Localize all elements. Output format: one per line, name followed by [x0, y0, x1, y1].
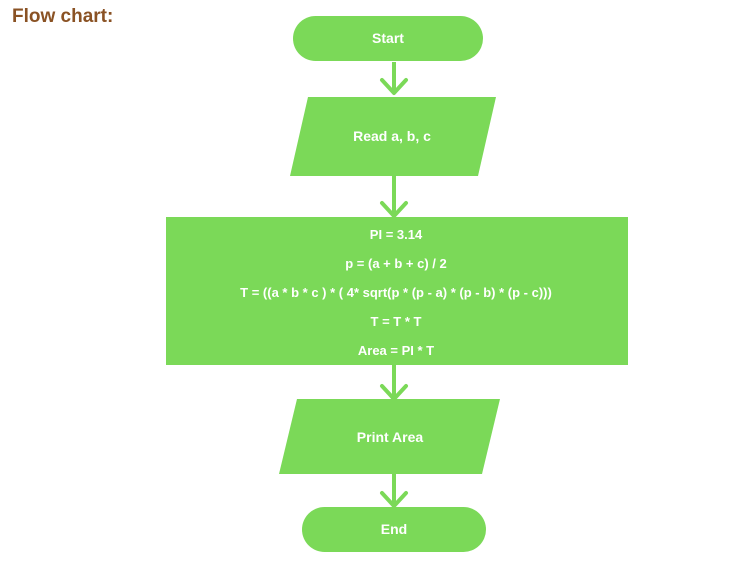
input-node: Read a, b, c: [290, 97, 496, 176]
end-node: End: [302, 507, 486, 552]
output-node: Print Area: [279, 399, 500, 474]
start-node: Start: [293, 16, 483, 61]
output-label: Print Area: [357, 429, 424, 445]
process-line-4: T = T * T: [371, 314, 422, 329]
connector-process-to-output: [380, 365, 408, 401]
end-label: End: [381, 521, 407, 537]
input-label: Read a, b, c: [353, 128, 431, 144]
process-line-1: PI = 3.14: [370, 227, 423, 242]
process-line-5: Area = PI * T: [358, 343, 434, 358]
process-node: PI = 3.14 p = (a + b + c) / 2 T = ((a * …: [166, 217, 628, 365]
connector-input-to-process: [380, 176, 408, 218]
process-line-3: T = ((a * b * c ) * ( 4* sqrt(p * (p - a…: [240, 285, 552, 300]
connector-start-to-input: [380, 62, 408, 95]
connector-output-to-end: [380, 474, 408, 508]
process-line-2: p = (a + b + c) / 2: [345, 256, 447, 271]
start-label: Start: [372, 30, 404, 46]
flow-chart-heading: Flow chart:: [12, 6, 114, 27]
